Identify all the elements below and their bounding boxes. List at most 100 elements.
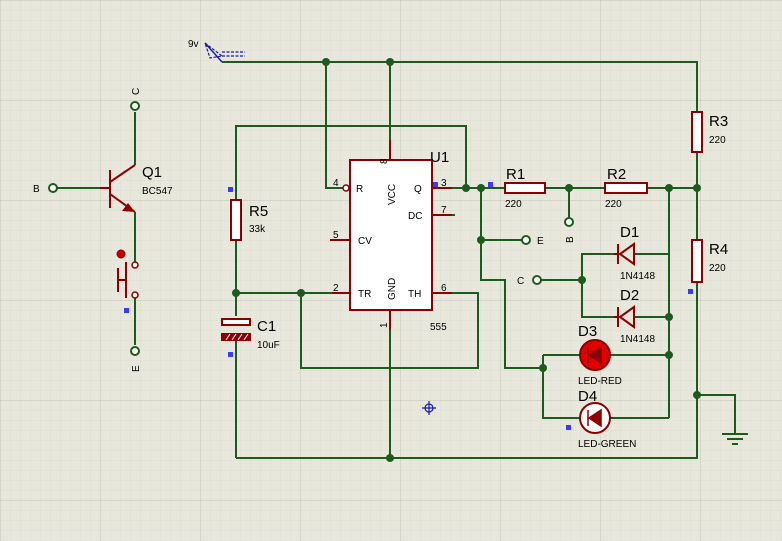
- resistor-value: 220: [709, 135, 726, 146]
- wire-ground[interactable]: [697, 394, 736, 433]
- ic-reference: U1: [430, 149, 449, 166]
- resistor-body: [230, 199, 242, 241]
- marker: [228, 352, 233, 357]
- diode-bar: [614, 307, 619, 327]
- wire-vcc-rail[interactable]: [222, 61, 698, 112]
- resistor-value: 220: [505, 199, 522, 210]
- marker: [488, 182, 493, 187]
- ground-icon: [722, 433, 748, 445]
- diode-triangle: [618, 305, 635, 329]
- resistor-r5[interactable]: R5 33k: [230, 199, 268, 241]
- pin-name-th: TH: [408, 289, 421, 300]
- resistor-r4[interactable]: R4 220: [691, 239, 728, 283]
- ground-symbol[interactable]: [722, 433, 748, 445]
- resistor-body: [504, 182, 546, 194]
- terminal-label: E: [537, 236, 544, 247]
- ic-value: 555: [430, 322, 447, 333]
- wire-led-branch[interactable]: [480, 240, 543, 369]
- pin-name-dc: DC: [408, 211, 422, 222]
- diode-reference: D1: [620, 224, 639, 241]
- terminal-connector: [564, 217, 574, 227]
- marker: [228, 187, 233, 192]
- junction-dot: [297, 289, 305, 297]
- wire-d1[interactable]: [581, 253, 614, 282]
- junction-dot: [386, 454, 394, 462]
- marker: [433, 182, 438, 187]
- resistor-reference: R2: [607, 166, 626, 183]
- junction-dot: [665, 313, 673, 321]
- terminal-connector: [521, 235, 531, 245]
- resistor-reference: R3: [709, 113, 728, 130]
- terminal-b[interactable]: B: [564, 217, 576, 243]
- junction-dot: [477, 184, 485, 192]
- terminal-label: B: [565, 236, 576, 243]
- led-red-symbol-icon: [587, 345, 602, 365]
- pin-number-7: 7: [441, 205, 447, 216]
- switch-press-button[interactable]: [116, 249, 126, 259]
- q1-emitter-terminal: [130, 346, 140, 356]
- diode-reference: D2: [620, 287, 639, 304]
- wire-d4[interactable]: [542, 355, 580, 419]
- junction-dot: [578, 276, 586, 284]
- power-arrow-icon: [203, 41, 245, 59]
- marker: [566, 425, 571, 430]
- junction-dot: [565, 184, 573, 192]
- q1-emitter-label: E: [131, 365, 142, 372]
- origin-crosshair-icon: [422, 401, 436, 415]
- pin-number-6: 6: [441, 283, 447, 294]
- power-terminal[interactable]: 9v: [188, 39, 245, 63]
- wire-r5-top[interactable]: [235, 125, 467, 200]
- junction-dot: [665, 351, 673, 359]
- led-reference: D4: [578, 388, 597, 405]
- junction-dot: [462, 184, 470, 192]
- led-value: LED-GREEN: [578, 439, 636, 450]
- capacitor-plate-top: [221, 318, 251, 326]
- push-button-switch[interactable]: E: [116, 249, 142, 372]
- junction-dot: [665, 184, 673, 192]
- terminal-c[interactable]: C: [517, 275, 542, 287]
- wire-threshold-loop[interactable]: [300, 292, 479, 369]
- resistor-r2[interactable]: R2 220: [604, 166, 648, 210]
- pin-name-vcc: VCC: [387, 184, 398, 205]
- junction-dot: [693, 391, 701, 399]
- resistor-value: 220: [605, 199, 622, 210]
- junction-dot: [693, 184, 701, 192]
- pin-name-r: R: [356, 184, 363, 195]
- marker: [124, 308, 129, 313]
- terminal-label: C: [517, 276, 524, 287]
- resistor-r1[interactable]: R1 220: [504, 166, 546, 210]
- resistor-reference: R5: [249, 203, 268, 220]
- pin-number-2: 2: [333, 283, 339, 294]
- wires: [57, 61, 736, 459]
- power-label: 9v: [188, 39, 199, 50]
- pin-number-5: 5: [333, 230, 339, 241]
- q1-emitter-arrow-icon: [122, 203, 135, 212]
- capacitor-c1[interactable]: C1 10uF: [221, 318, 280, 351]
- terminal-connector: [532, 275, 542, 285]
- capacitor-value: 10uF: [257, 340, 280, 351]
- diode-value: 1N4148: [620, 271, 655, 282]
- diode-d1[interactable]: D1 1N4148: [614, 224, 655, 282]
- wire-reset[interactable]: [325, 62, 344, 189]
- resistor-reference: R4: [709, 241, 728, 258]
- led-d4[interactable]: D4 LED-GREEN: [578, 388, 636, 450]
- reset-inverter-bubble: [342, 184, 350, 192]
- diode-d2[interactable]: D2 1N4148: [614, 287, 655, 345]
- pin-number-1: 1: [379, 322, 390, 328]
- junction-dot: [386, 58, 394, 66]
- terminal-e[interactable]: E: [521, 235, 544, 247]
- pin-number-8: 8: [379, 158, 390, 164]
- pin-name-tr: TR: [358, 289, 371, 300]
- ic-u1-555[interactable]: U1 555 R Q DC CV TR TH VCC GND 4 3 7 5 2…: [330, 140, 452, 333]
- wire-c-terminal[interactable]: [541, 279, 614, 318]
- resistor-r3[interactable]: R3 220: [691, 111, 728, 153]
- switch-actuator-icon: [117, 262, 127, 298]
- q1-base-terminal: [48, 183, 58, 193]
- pin-name-cv: CV: [358, 236, 372, 247]
- transistor-q1[interactable]: B C Q1 BC547: [33, 88, 173, 213]
- led-d3[interactable]: D3 LED-RED: [578, 323, 622, 387]
- resistor-value: 33k: [249, 224, 266, 235]
- capacitor-reference: C1: [257, 318, 276, 335]
- junction-dot: [477, 236, 485, 244]
